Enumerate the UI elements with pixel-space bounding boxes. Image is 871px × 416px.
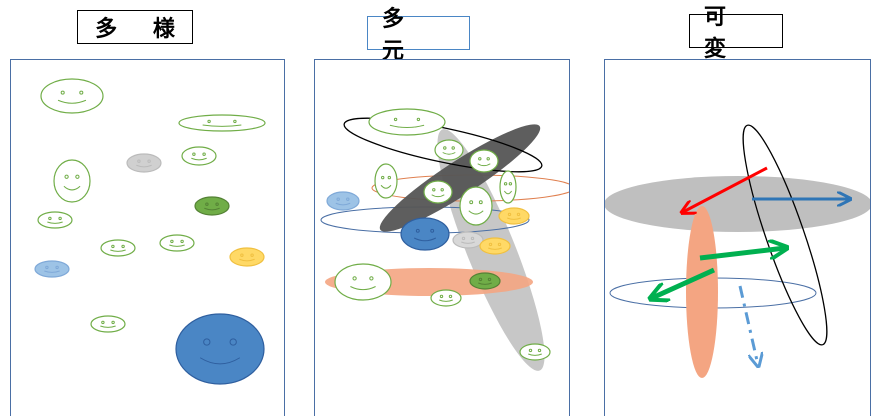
smiley-face-icon [469, 272, 501, 290]
smiley-face-icon [479, 237, 511, 255]
smiley-face-icon [100, 239, 136, 257]
smiley-face-icon [126, 153, 162, 173]
smiley-face-icon [469, 149, 499, 173]
panel-variability [604, 59, 871, 416]
smiley-face-icon [34, 260, 70, 278]
smiley-face-icon [374, 163, 398, 199]
smiley-face-icon [181, 146, 217, 166]
smiley-face-icon [498, 207, 530, 225]
smiley-face-icon [459, 186, 493, 226]
smiley-face-icon [434, 139, 464, 161]
smiley-face-icon [326, 191, 360, 211]
smiley-face-icon [53, 159, 91, 203]
smiley-face-icon [229, 247, 265, 267]
title-tagen: 多 元 [367, 7, 470, 64]
title-tayou: 多 様 [77, 10, 193, 44]
smiley-face-icon [368, 108, 446, 136]
salmon-vertical-disc [686, 206, 718, 378]
smiley-face-icon [159, 234, 195, 252]
smiley-face-icon [194, 196, 230, 216]
panel-variability-canvas [605, 124, 870, 378]
green-arrow-right [699, 248, 785, 261]
black-outline-ellipse [343, 117, 543, 173]
smiley-face-icon [175, 313, 265, 385]
smiley-face-icon [499, 170, 517, 204]
smiley-face-icon [334, 263, 392, 301]
green-arrow-left [652, 267, 716, 298]
smiley-face-icon [40, 78, 104, 114]
smiley-face-icon [37, 211, 73, 229]
smiley-face-icon [519, 343, 551, 361]
title-kahen: 可 変 [689, 5, 783, 62]
black-outline-tilted-disc [742, 124, 828, 346]
smiley-face-icon [430, 289, 462, 307]
smiley-face-icon [90, 315, 126, 333]
gray-horizontal-disc [605, 176, 870, 232]
dark-gray-ellipse [379, 124, 541, 232]
red-arrow [683, 166, 768, 212]
smiley-face-icon [178, 114, 266, 132]
panel-diversity [10, 59, 285, 416]
panel-diversity-canvas [34, 78, 266, 385]
smiley-face-icon [400, 217, 450, 251]
panel-pluralism [314, 59, 570, 416]
smiley-face-icon [452, 231, 484, 249]
smiley-face-icon [423, 180, 453, 204]
panel-pluralism-canvas [320, 108, 569, 371]
dashed-blue-arrow [738, 285, 758, 365]
